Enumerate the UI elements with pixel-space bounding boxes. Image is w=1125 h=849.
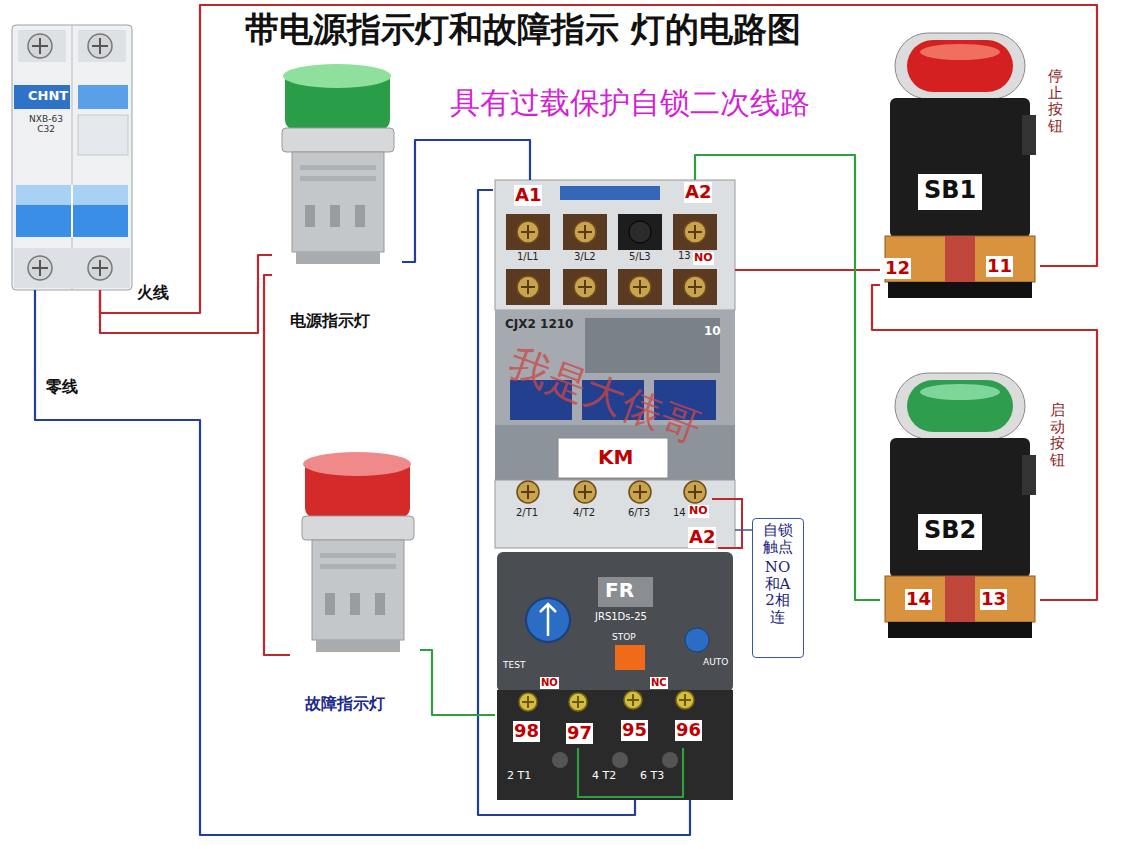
contact-type: NC — [650, 677, 668, 689]
power-lamp-art — [282, 64, 394, 264]
terminal-label: 96 — [675, 720, 702, 741]
thermal-relay: FR JRS1Ds-25 — [495, 550, 735, 800]
wire — [872, 285, 1097, 600]
node-text: NO和A2相连 — [764, 559, 791, 625]
node-text: KM — [598, 446, 633, 469]
terminal-label: 98 — [513, 721, 540, 742]
fault-indicator-lamp: 故障指示灯 — [290, 450, 420, 715]
control-mark: TEST — [503, 660, 525, 670]
model-mark: 10 — [704, 325, 721, 339]
terminal-label: 3/L2 — [574, 251, 596, 263]
contact-type: NO — [688, 505, 709, 518]
diagram-title: 带电源指示灯和故障指示 灯的电路图 — [245, 10, 801, 49]
node-text: JRS1Ds-25 — [595, 611, 647, 623]
contact-type: NO — [693, 252, 714, 265]
thermal-relay-art — [497, 552, 733, 800]
callout-box: 自锁触点 NO和A2相连 — [752, 518, 804, 658]
terminal-label: 13 — [678, 250, 691, 262]
terminal-label: 4 T2 — [592, 770, 616, 783]
wire — [735, 529, 752, 531]
terminal-label: 95 — [621, 720, 648, 741]
terminal-label: 11 — [986, 256, 1013, 277]
subtitle: 具有过载保护自锁二次线路 — [450, 86, 810, 121]
terminal-label: 4/T2 — [573, 507, 595, 519]
fault-lamp-art — [302, 452, 414, 652]
terminal-label: 13 — [980, 589, 1007, 610]
terminal-label: A1 — [514, 185, 542, 206]
node-text: 故障指示灯 — [305, 695, 385, 713]
node-text: CHNT — [28, 89, 68, 104]
control-mark: STOP — [612, 632, 636, 642]
node-text: CJX2 1210 — [505, 318, 573, 332]
node-text: 电源指示灯 — [290, 312, 370, 330]
start-button-art — [885, 373, 1036, 638]
terminal-label: 14 — [673, 507, 686, 519]
terminal-label: 2 T1 — [507, 770, 531, 783]
terminal-label: 2/T1 — [516, 507, 538, 519]
start-button: SB2启动按钮 — [880, 370, 1040, 640]
terminal-label: 14 — [905, 589, 932, 610]
breaker-art — [12, 25, 132, 290]
node-text: 自锁触点 — [761, 522, 794, 555]
terminal-label: A2 — [684, 182, 712, 203]
node-text: SB1 — [924, 177, 976, 205]
wire — [402, 140, 530, 262]
wire — [100, 5, 1097, 313]
terminal-label: 6/T3 — [628, 507, 650, 519]
terminal-label: 5/L3 — [629, 251, 651, 263]
power-indicator-lamp: 电源指示灯 — [272, 62, 402, 332]
node-text: NXB-63 C32 — [26, 115, 66, 135]
node-text: 停止按钮 — [1048, 68, 1063, 134]
wire — [264, 275, 290, 655]
wire-name: 零线 — [46, 378, 78, 396]
node-text: FR — [605, 579, 634, 602]
wire — [695, 155, 880, 600]
terminal-label: 6 T3 — [640, 770, 664, 783]
wire — [735, 269, 880, 271]
control-mark: AUTO — [703, 657, 728, 667]
node-text: SB2 — [924, 517, 976, 545]
terminal-label: 1/L1 — [517, 251, 539, 263]
wire-name: 火线 — [137, 284, 169, 302]
contact-type: NO — [540, 677, 559, 689]
contactor-art — [495, 180, 742, 548]
terminal-label: 12 — [884, 258, 911, 279]
terminal-label: 97 — [566, 723, 593, 744]
node-text: 启动按钮 — [1050, 402, 1065, 468]
wire — [478, 190, 635, 815]
terminal-label: A2 — [688, 527, 716, 548]
stop-button-art — [885, 33, 1036, 298]
wire — [100, 255, 272, 333]
wire — [420, 650, 495, 715]
circuit-breaker: CHNT NXB-63 C32 — [10, 25, 135, 290]
